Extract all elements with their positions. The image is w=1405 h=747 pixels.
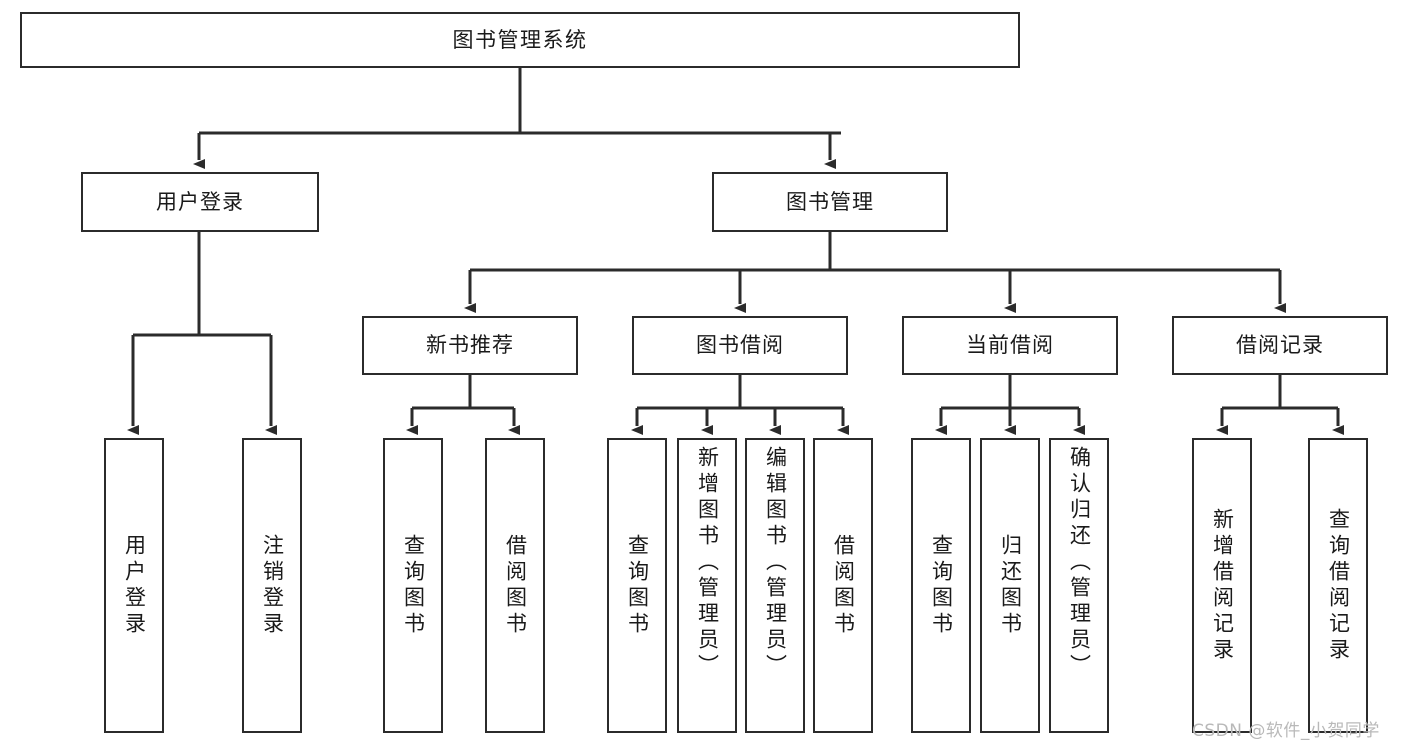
node-leaf-borrow-book-1[interactable]: 借阅图书 xyxy=(485,438,545,733)
node-root-label: 图书管理系统 xyxy=(452,27,588,52)
node-book-borrow[interactable]: 图书借阅 xyxy=(632,316,848,375)
node-book-borrow-label: 图书借阅 xyxy=(696,333,784,358)
node-leaf-borrow-book-2[interactable]: 借阅图书 xyxy=(813,438,873,733)
node-leaf-return-book-label: 归还图书 xyxy=(998,533,1023,638)
node-leaf-add-record[interactable]: 新增借阅记录 xyxy=(1192,438,1252,733)
node-leaf-confirm-return-label: 确认归还（管理员） xyxy=(1067,446,1092,680)
node-leaf-query-book-3-label: 查询图书 xyxy=(929,533,954,638)
node-user-login-label: 用户登录 xyxy=(156,189,244,214)
node-book-manage[interactable]: 图书管理 xyxy=(712,172,948,232)
node-book-manage-label: 图书管理 xyxy=(786,189,874,214)
node-leaf-user-login[interactable]: 用户登录 xyxy=(104,438,164,733)
node-leaf-logout-label: 注销登录 xyxy=(260,533,285,638)
node-borrow-record[interactable]: 借阅记录 xyxy=(1172,316,1388,375)
node-leaf-edit-book[interactable]: 编辑图书（管理员） xyxy=(745,438,805,733)
node-leaf-query-record-label: 查询借阅记录 xyxy=(1326,507,1351,664)
node-leaf-edit-book-label: 编辑图书（管理员） xyxy=(763,446,788,680)
node-leaf-user-login-label: 用户登录 xyxy=(122,533,147,638)
node-leaf-query-record[interactable]: 查询借阅记录 xyxy=(1308,438,1368,733)
csdn-watermark: CSDN @软件_小贺同学 xyxy=(1192,721,1380,741)
node-current-borrow[interactable]: 当前借阅 xyxy=(902,316,1118,375)
node-leaf-borrow-book-2-label: 借阅图书 xyxy=(831,533,856,638)
node-leaf-return-book[interactable]: 归还图书 xyxy=(980,438,1040,733)
node-leaf-query-book-3[interactable]: 查询图书 xyxy=(911,438,971,733)
node-leaf-query-book-1[interactable]: 查询图书 xyxy=(383,438,443,733)
node-leaf-logout[interactable]: 注销登录 xyxy=(242,438,302,733)
node-root[interactable]: 图书管理系统 xyxy=(20,12,1020,68)
node-leaf-borrow-book-1-label: 借阅图书 xyxy=(503,533,528,638)
node-leaf-add-book-label: 新增图书（管理员） xyxy=(695,446,720,680)
node-leaf-query-book-2[interactable]: 查询图书 xyxy=(607,438,667,733)
node-leaf-query-book-1-label: 查询图书 xyxy=(401,533,426,638)
node-user-login[interactable]: 用户登录 xyxy=(81,172,319,232)
node-leaf-confirm-return[interactable]: 确认归还（管理员） xyxy=(1049,438,1109,733)
node-new-book-recommend-label: 新书推荐 xyxy=(426,333,514,358)
node-current-borrow-label: 当前借阅 xyxy=(966,333,1054,358)
node-borrow-record-label: 借阅记录 xyxy=(1236,333,1324,358)
node-new-book-recommend[interactable]: 新书推荐 xyxy=(362,316,578,375)
node-leaf-add-record-label: 新增借阅记录 xyxy=(1210,507,1235,664)
node-leaf-add-book[interactable]: 新增图书（管理员） xyxy=(677,438,737,733)
node-leaf-query-book-2-label: 查询图书 xyxy=(625,533,650,638)
